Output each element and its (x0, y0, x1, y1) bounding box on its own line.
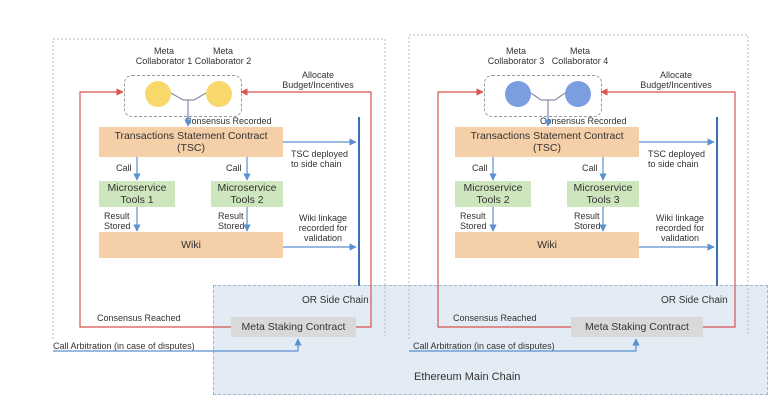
collaborator-group-left (124, 75, 242, 117)
collaborator-label-3: Meta Collaborator 3 (487, 46, 545, 66)
ethereum-main-chain-label: Ethereum Main Chain (414, 371, 521, 383)
collaborator-label-2: Meta Collaborator 2 (194, 46, 252, 66)
side-chain-label: OR Side Chain (661, 295, 728, 306)
tsc-deployed-label: TSC deployed to side chain (291, 149, 349, 169)
ethereum-main-chain-region (213, 285, 768, 395)
collaborator-node-2 (206, 81, 232, 107)
result-stored-label-b: Result Stored (574, 211, 601, 231)
side-chain-label: OR Side Chain (302, 295, 369, 306)
consensus-recorded-label: Consensus Recorded (540, 116, 627, 126)
flow-arrows-left (53, 115, 357, 352)
tsc-deployed-label: TSC deployed to side chain (648, 149, 706, 169)
call-arbitration-label: Call Arbitration (in case of disputes) (53, 341, 195, 351)
microservice-box-2: Microservice Tools 2 (211, 181, 283, 207)
tsc-box: Transactions Statement Contract (TSC) (455, 127, 639, 157)
call-arbitration-label: Call Arbitration (in case of disputes) (413, 341, 555, 351)
result-stored-label-a: Result Stored (104, 211, 131, 231)
wiki-box: Wiki (455, 232, 639, 258)
consensus-reached-label: Consensus Reached (97, 313, 181, 323)
collaborator-node-3 (505, 81, 531, 107)
panel-frame-left (52, 38, 386, 339)
wiki-box: Wiki (99, 232, 283, 258)
wiki-linkage-label: Wiki linkage recorded for validation (298, 213, 348, 243)
microservice-box-1: Microservice Tools 1 (99, 181, 175, 207)
collaborator-node-4 (565, 81, 591, 107)
consensus-reached-label: Consensus Reached (453, 313, 537, 323)
allocate-budget-label: Allocate Budget/Incentives (640, 70, 712, 90)
collaborator-label-1: Meta Collaborator 1 (135, 46, 193, 66)
collaborator-connector-right (530, 92, 566, 115)
call-label-a: Call (116, 163, 132, 173)
meta-staking-contract-box: Meta Staking Contract (571, 317, 703, 337)
call-label-a: Call (472, 163, 488, 173)
allocate-budget-label: Allocate Budget/Incentives (282, 70, 354, 90)
tsc-box: Transactions Statement Contract (TSC) (99, 127, 283, 157)
call-label-b: Call (582, 163, 598, 173)
collaborator-label-4: Meta Collaborator 4 (551, 46, 609, 66)
result-stored-label-b: Result Stored (218, 211, 245, 231)
collaborator-connector-left (170, 92, 207, 115)
consensus-loop-left (79, 88, 372, 328)
collaborator-node-1 (145, 81, 171, 107)
result-stored-label-a: Result Stored (460, 211, 487, 231)
collaborator-group-right (484, 75, 602, 117)
meta-staking-contract-box: Meta Staking Contract (231, 317, 356, 337)
microservice-box-3: Microservice Tools 2 (455, 181, 531, 207)
wiki-linkage-label: Wiki linkage recorded for validation (655, 213, 705, 243)
call-label-b: Call (226, 163, 242, 173)
microservice-box-4: Microservice Tools 3 (567, 181, 639, 207)
flow-arrows-right (409, 115, 715, 352)
consensus-recorded-label: Consensus Recorded (185, 116, 272, 126)
consensus-loop-right (437, 88, 736, 328)
panel-frame-right (408, 34, 749, 339)
